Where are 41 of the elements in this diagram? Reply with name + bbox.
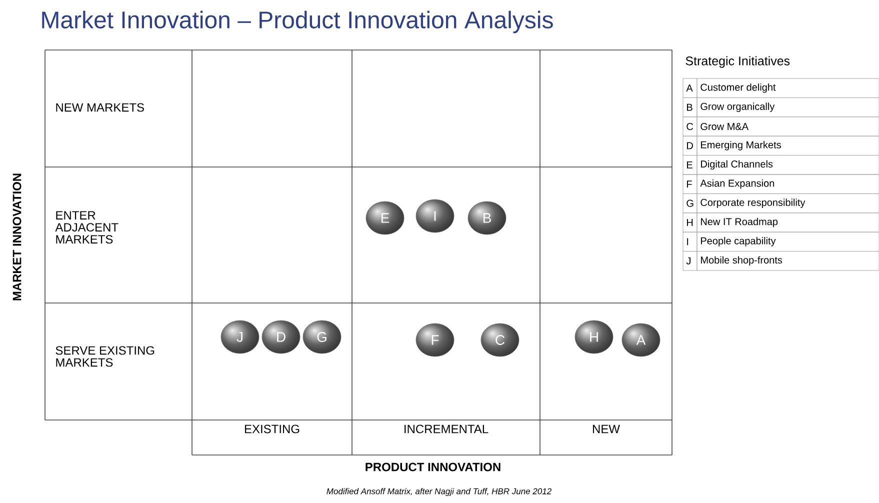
table-cell: New IT Roadmap: [696, 212, 879, 232]
initiative-bubble: H: [574, 320, 614, 354]
initiative-bubble: B: [468, 201, 506, 235]
table-cell: E: [682, 155, 698, 175]
initiative-bubble: J: [220, 320, 260, 354]
title: Market Innovation – Product Innovation Analysis: [42, 10, 553, 34]
row-label: ENTER ADJACENT MARKETS: [55, 211, 118, 244]
table-heading: Strategic Initiatives: [686, 56, 790, 68]
table-cell: Emerging Markets: [696, 136, 879, 156]
axis-label: PRODUCT INNOVATION: [366, 462, 500, 472]
initiative-bubble: F: [416, 323, 454, 357]
initiative-bubble: I: [416, 199, 454, 233]
row-label: SERVE EXISTING MARKETS: [56, 346, 154, 367]
row-label: NEW MARKETS: [56, 103, 144, 112]
table-cell: Digital Channels: [696, 155, 879, 175]
initiative-bubble: D: [262, 320, 300, 354]
table-cell: B: [682, 97, 698, 118]
table-cell: Grow organically: [696, 97, 879, 118]
table-cell: People capability: [696, 232, 879, 252]
table-cell: H: [682, 212, 698, 232]
table-cell: J: [682, 251, 698, 271]
table-cell: A: [682, 78, 698, 98]
table-cell: Customer delight: [696, 78, 879, 98]
table-cell: Corporate responsibility: [696, 193, 879, 214]
table-cell: Mobile shop-fronts: [696, 251, 879, 271]
column-label: NEW: [593, 424, 620, 434]
table-cell: G: [682, 193, 698, 214]
column-label: EXISTING: [245, 424, 300, 434]
initiative-bubble: E: [366, 201, 404, 235]
initiative-bubble: C: [480, 323, 520, 357]
table-cell: D: [682, 136, 698, 156]
caption: Modified Ansoff Matrix, after Nagji and Tuff, HBR June 2012: [326, 488, 552, 496]
table-cell: I: [682, 232, 698, 252]
column-label: INCREMENTAL: [404, 424, 488, 434]
initiative-bubble: G: [302, 320, 342, 354]
axis-label: MARKET INNOVATION: [12, 174, 22, 300]
initiative-bubble: A: [622, 323, 660, 357]
table-cell: Grow M&A: [696, 116, 879, 136]
table-cell: F: [682, 174, 698, 194]
table-cell: Asian Expansion: [696, 174, 879, 194]
table-cell: C: [682, 116, 698, 136]
